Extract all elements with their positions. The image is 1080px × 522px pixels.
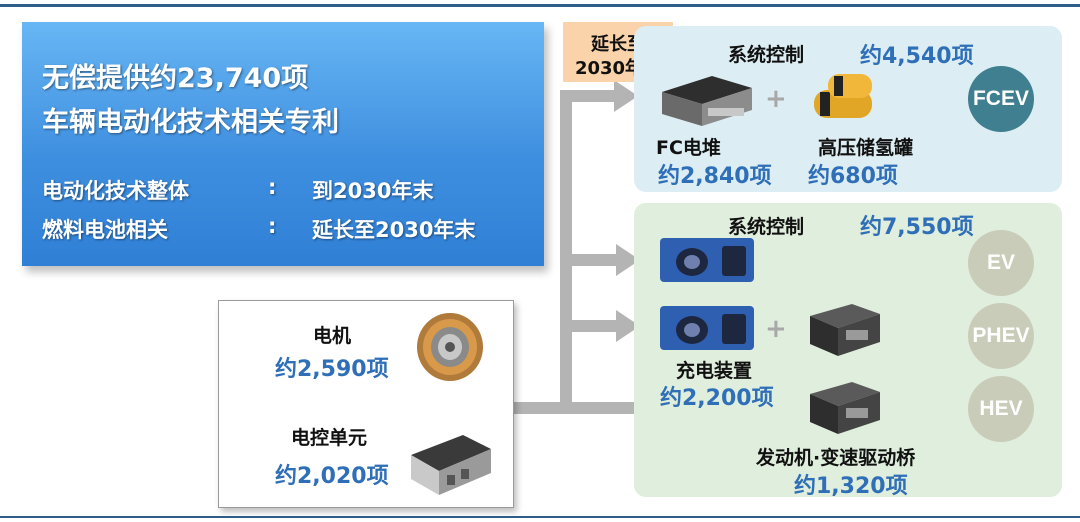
headline-line-2: 车辆电动化技术相关专利 [42,107,339,138]
term-value: 延长至2030年末 [312,218,476,242]
term-row-fuel-cell: 燃料电池相关 : 延长至2030年末 [42,214,475,244]
hydrogen-tank-image [814,74,872,118]
charging-port-image-phev [660,306,754,350]
engine-image-phev [810,304,880,356]
fc-stack-count: 约2,840项 [658,164,772,189]
bottom-rule [0,516,1080,518]
term-label: 电动化技术整体 [42,179,189,203]
control-unit-count: 约2,020项 [275,464,389,489]
control-unit-label: 电控单元 [291,427,368,449]
top-rule [0,4,1080,7]
term-row-overall: 电动化技术整体 : 到2030年末 [42,175,433,205]
ev-system-control-count: 约7,550项 [860,215,974,240]
motor-count: 约2,590项 [275,357,389,382]
fcev-circle: FCEV [968,66,1034,132]
plus-sign: + [765,84,787,114]
fc-stack-image [662,76,752,126]
fcev-system-control-count: 约4,540项 [860,44,974,69]
hev-circle: HEV [968,376,1034,442]
engine-image-hev [810,382,880,434]
motor-image [417,313,483,381]
charger-count: 约2,200项 [660,386,774,411]
motor-label: 电机 [313,325,352,347]
hydrogen-tank-label: 高压储氢罐 [818,137,914,159]
headline-line-1: 无偿提供约23,740项 [42,63,309,94]
term-value: 到2030年末 [312,179,434,203]
ev-circle: EV [968,230,1034,296]
headline-panel: 无偿提供约23,740项 车辆电动化技术相关专利 电动化技术整体 : 到2030… [22,22,544,266]
charging-port-image-ev [660,238,754,282]
charger-label: 充电装置 [676,360,753,382]
engine-count: 约1,320项 [794,474,908,499]
ev-system-control-label: 系统控制 [728,216,805,238]
engine-label: 发动机·变速驱动桥 [756,447,916,469]
term-colon: : [268,175,277,199]
plus-sign: + [765,314,787,344]
phev-circle: PHEV [968,303,1034,369]
term-colon: : [268,214,277,238]
term-label: 燃料电池相关 [42,218,168,242]
fc-stack-label: FC电堆 [656,137,721,159]
control-unit-image [411,435,491,495]
motor-control-panel: 电机 约2,590项 电控单元 约2,020项 [218,300,514,508]
extension-line-1: 延长至 [591,34,645,55]
hydrogen-tank-count: 约680项 [808,164,898,189]
fcev-system-control-label: 系统控制 [728,44,805,66]
